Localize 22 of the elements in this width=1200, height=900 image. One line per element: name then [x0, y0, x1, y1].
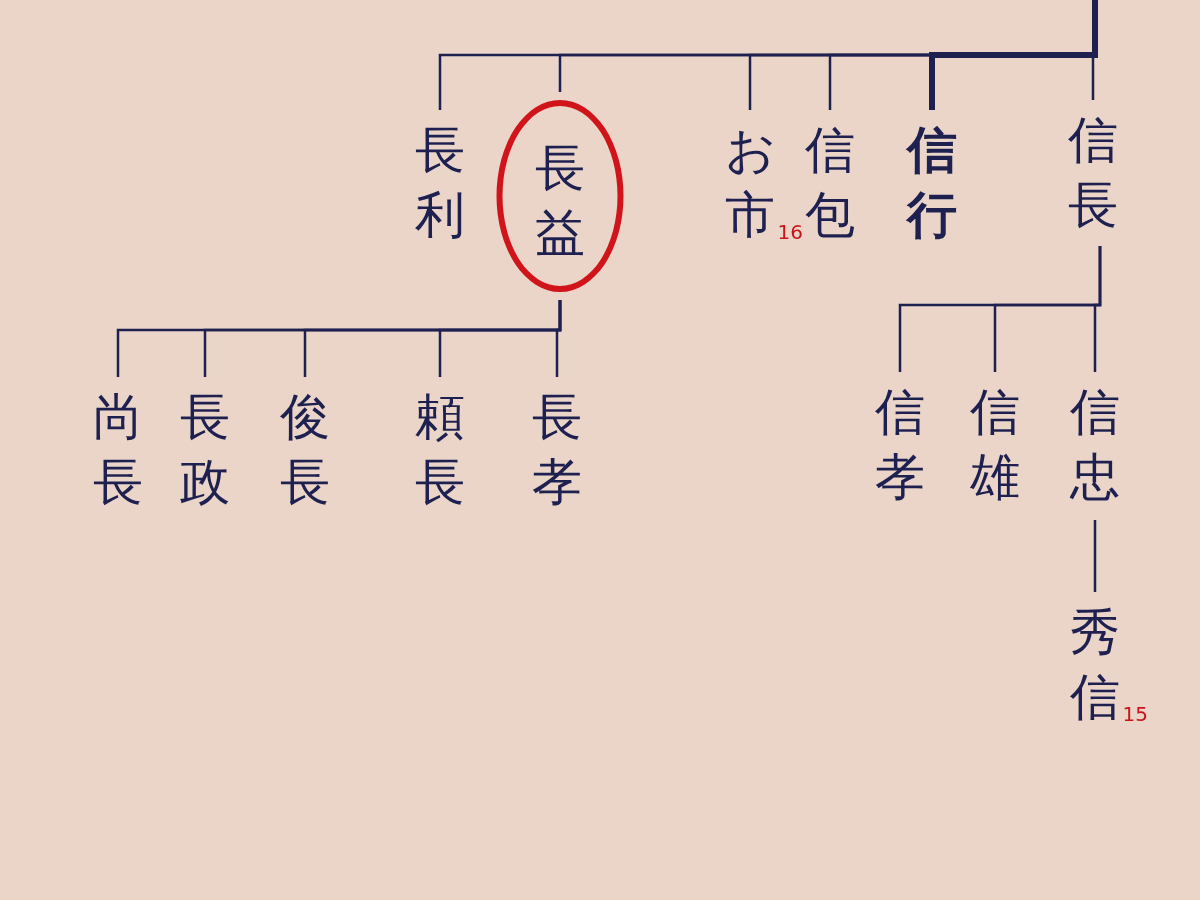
name-text: 秀信 — [1069, 602, 1121, 728]
tree-line — [1093, 520, 1097, 592]
name-text: 長孝 — [531, 387, 583, 513]
name-text: 長政 — [179, 387, 231, 513]
name-text: 俊長 — [279, 387, 331, 513]
name-text: 信長 — [1067, 110, 1119, 236]
name-text: 信雄 — [969, 382, 1021, 508]
number-label: 16 — [777, 220, 803, 244]
name-text: 信行 — [905, 120, 958, 246]
number-label: 15 — [1122, 702, 1148, 726]
name-text: 頼長 — [414, 387, 466, 513]
name-text: 尚長 — [92, 387, 144, 513]
circled-name — [496, 100, 624, 292]
tree-line — [929, 0, 1098, 110]
name-text: 信孝 — [874, 382, 926, 508]
tree-line — [555, 300, 562, 377]
name-text: お市 — [723, 120, 777, 246]
tree-line — [1093, 246, 1102, 372]
name-text: 信忠 — [1068, 382, 1121, 508]
name-text: 長利 — [414, 120, 466, 246]
name-text: 長益 — [534, 138, 586, 264]
name-text: 信包 — [804, 120, 856, 246]
